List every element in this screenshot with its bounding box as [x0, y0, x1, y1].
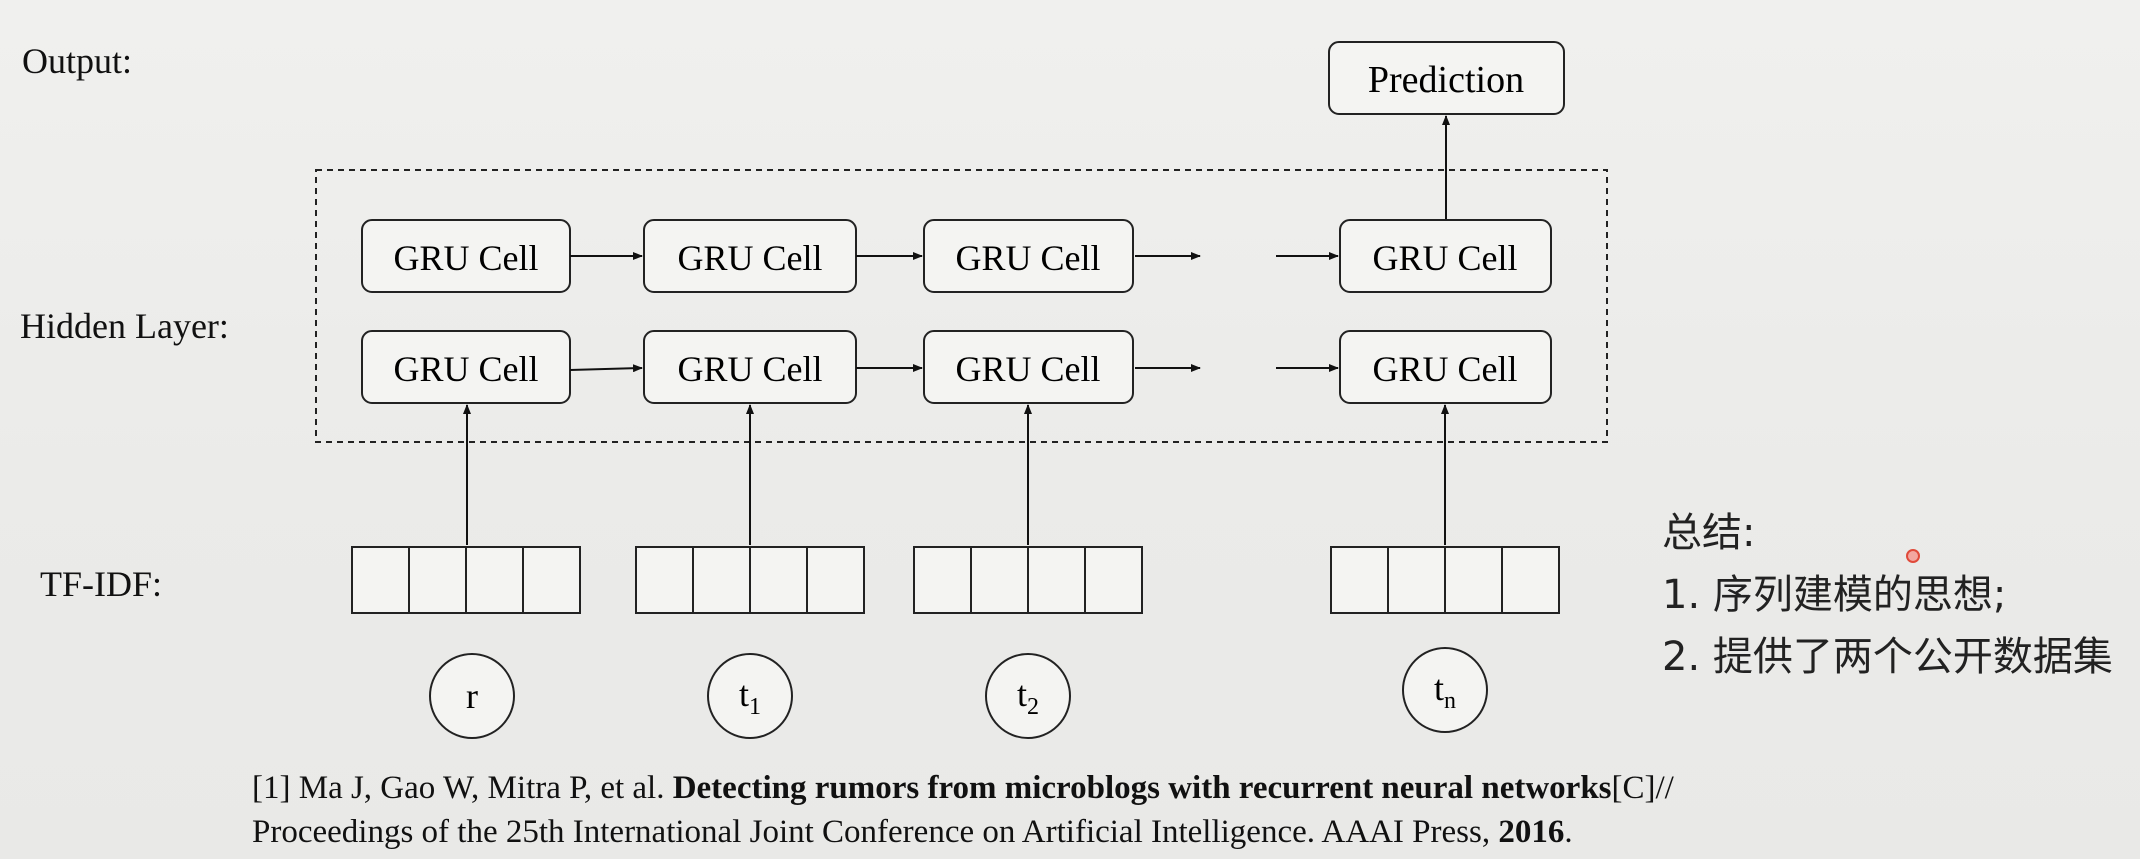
input-node-label: r — [466, 676, 478, 716]
input-node-subscript: n — [1444, 688, 1456, 714]
gru-cell-label: GRU Cell — [1372, 349, 1517, 389]
gru-cell: GRU Cell — [923, 219, 1134, 293]
tfidf-vector — [635, 546, 865, 614]
row-2-arrows — [569, 364, 1339, 373]
input-arrows — [463, 404, 1449, 545]
reference-year: 2016 — [1498, 814, 1565, 850]
svg-text:t2: t2 — [1017, 674, 1039, 720]
gru-cell: GRU Cell — [361, 219, 571, 293]
output-label: Output: — [22, 41, 133, 81]
gru-cell: GRU Cell — [1339, 219, 1552, 293]
input-node-label: t — [1017, 674, 1027, 714]
gru-cell-row-1: GRU Cell GRU Cell GRU Cell GRU Cell — [361, 219, 1552, 293]
reference-authors: [1] Ma J, Gao W, Mitra P, et al. — [252, 770, 673, 806]
prediction-label: Prediction — [1368, 59, 1524, 101]
svg-text:tn: tn — [1434, 668, 1456, 714]
svg-text:t1: t1 — [739, 674, 761, 720]
hidden-layer-label: Hidden Layer: — [20, 306, 229, 346]
gru-cell-label: GRU Cell — [955, 238, 1100, 278]
summary-item: 2. 提供了两个公开数据集 — [1662, 634, 2113, 680]
reference-venue: Proceedings of the 25th International Jo… — [252, 814, 1499, 850]
reference-line-1: [1] Ma J, Gao W, Mitra P, et al. Detecti… — [252, 770, 1674, 807]
gru-cell: GRU Cell — [1339, 330, 1552, 404]
input-node-tn: tn — [1402, 647, 1488, 733]
input-node-label: t — [1434, 668, 1444, 708]
gru-cell-label: GRU Cell — [677, 349, 822, 389]
prediction-node: Prediction — [1328, 41, 1565, 115]
gru-cell-label: GRU Cell — [677, 238, 822, 278]
reference-title: Detecting rumors from microblogs with re… — [672, 770, 1612, 806]
svg-text:r: r — [466, 676, 478, 716]
reference-line-2: Proceedings of the 25th International Jo… — [252, 814, 1573, 851]
gru-cell: GRU Cell — [923, 330, 1134, 404]
summary-item: 1. 序列建模的思想; — [1662, 572, 2007, 618]
reference-end: . — [1564, 814, 1573, 850]
input-node-label: t — [739, 674, 749, 714]
input-node-subscript: 2 — [1027, 694, 1039, 720]
gru-cell-row-2: GRU Cell GRU Cell GRU Cell GRU Cell — [361, 330, 1552, 404]
tfidf-vector — [1330, 546, 1560, 614]
gru-cell: GRU Cell — [643, 219, 857, 293]
gru-cell-label: GRU Cell — [393, 349, 538, 389]
gru-cell: GRU Cell — [643, 330, 857, 404]
tfidf-vector — [913, 546, 1143, 614]
gru-cell-label: GRU Cell — [1372, 238, 1517, 278]
input-node-subscript: 1 — [749, 694, 761, 720]
cursor-indicator-icon — [1906, 549, 1920, 563]
gru-cell: GRU Cell — [361, 330, 571, 404]
gru-cell-label: GRU Cell — [955, 349, 1100, 389]
summary-title: 总结: — [1662, 510, 1756, 556]
input-node-t1: t1 — [707, 653, 793, 739]
recurrent-arrow — [569, 364, 643, 373]
reference-type: [C]// — [1611, 770, 1674, 806]
input-node-r: r — [429, 653, 515, 739]
tfidf-label: TF-IDF: — [40, 564, 163, 604]
input-node-t2: t2 — [985, 653, 1071, 739]
gru-cell-label: GRU Cell — [393, 238, 538, 278]
tfidf-vector — [351, 546, 581, 614]
